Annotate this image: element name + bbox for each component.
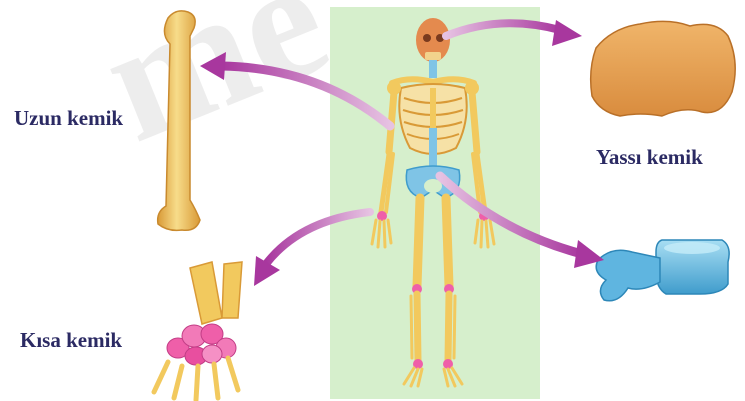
vertebra-illustration [596, 240, 729, 301]
short-bone-illustration [154, 262, 242, 400]
label-flat-bone: Yassı kemik [596, 145, 703, 170]
label-short-bone: Kısa kemik [20, 328, 122, 353]
label-long-bone: Uzun kemik [14, 106, 123, 131]
flat-bone-illustration [591, 21, 736, 116]
